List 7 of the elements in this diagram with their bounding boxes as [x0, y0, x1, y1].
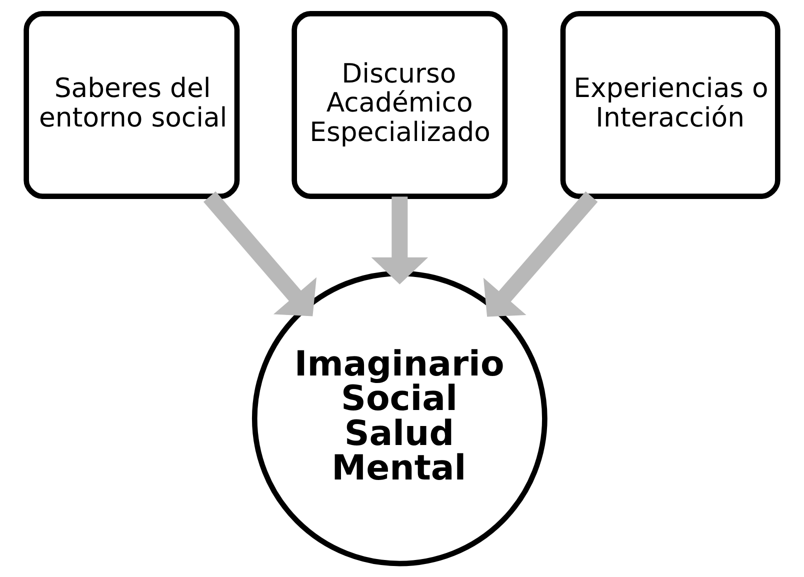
arrow: [371, 196, 428, 284]
arrow: [204, 191, 317, 316]
node-box: Experiencias o Interacción: [560, 10, 780, 199]
node-box: Discurso Académico Especializado: [292, 10, 508, 199]
node-box: Saberes del entorno social: [24, 10, 240, 199]
node-circle: Imaginario Social Salud Mental: [252, 270, 548, 566]
arrow: [483, 191, 598, 317]
